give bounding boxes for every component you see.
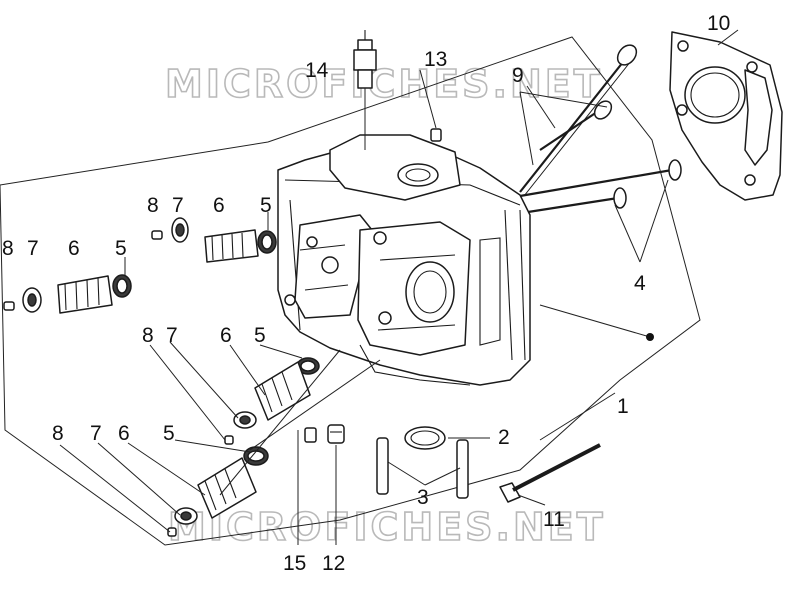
callout-1: 1 — [617, 395, 629, 418]
callout-5a: 5 — [260, 194, 272, 217]
callout-8a: 8 — [147, 194, 159, 217]
cylinder-head — [277, 134, 531, 386]
plug-12 — [327, 424, 345, 444]
callout-13: 13 — [424, 48, 447, 71]
valve-horizontal-lower — [527, 187, 627, 214]
valve-set-row-b — [3, 274, 132, 314]
callout-dot — [646, 333, 654, 341]
callout-6b: 6 — [68, 237, 80, 260]
callout-12: 12 — [322, 552, 345, 575]
callout-5b: 5 — [115, 237, 127, 260]
callout-6c: 6 — [220, 324, 232, 347]
callout-8c: 8 — [142, 324, 154, 347]
callout-8b: 8 — [2, 237, 14, 260]
callout-5d: 5 — [163, 422, 175, 445]
valve-set-row-a — [151, 217, 277, 263]
callout-7d: 7 — [90, 422, 102, 445]
callout-15: 15 — [283, 552, 306, 575]
callout-3: 3 — [417, 486, 429, 509]
watermark-bottom: MICROFICHES.NET — [168, 505, 606, 549]
callout-8d: 8 — [52, 422, 64, 445]
callout-6d: 6 — [118, 422, 130, 445]
callout-2: 2 — [498, 426, 510, 449]
callout-5c: 5 — [254, 324, 266, 347]
leader-lines — [59, 29, 739, 545]
head-gasket — [669, 31, 783, 201]
callout-11: 11 — [543, 508, 565, 531]
assembly-outline — [0, 36, 701, 546]
callout-7b: 7 — [27, 237, 39, 260]
dowel-pin-13 — [430, 128, 442, 142]
callout-7a: 7 — [172, 194, 184, 217]
o-ring-2 — [404, 426, 446, 450]
valve-horizontal-upper — [519, 159, 682, 198]
callout-10: 10 — [707, 12, 730, 35]
callout-4: 4 — [634, 272, 646, 295]
callout-6a: 6 — [213, 194, 225, 217]
callout-14: 14 — [305, 59, 329, 82]
valve-intake — [519, 44, 638, 197]
callout-9: 9 — [512, 64, 524, 87]
dowel-pins-3 — [376, 437, 469, 499]
head-bolt-11 — [499, 443, 601, 503]
callout-7c: 7 — [166, 324, 178, 347]
watermark-top: MICROFICHES.NET — [165, 62, 603, 106]
temperature-sensor — [353, 30, 377, 150]
stud-15 — [304, 427, 317, 443]
valve-set-row-c — [224, 357, 320, 445]
